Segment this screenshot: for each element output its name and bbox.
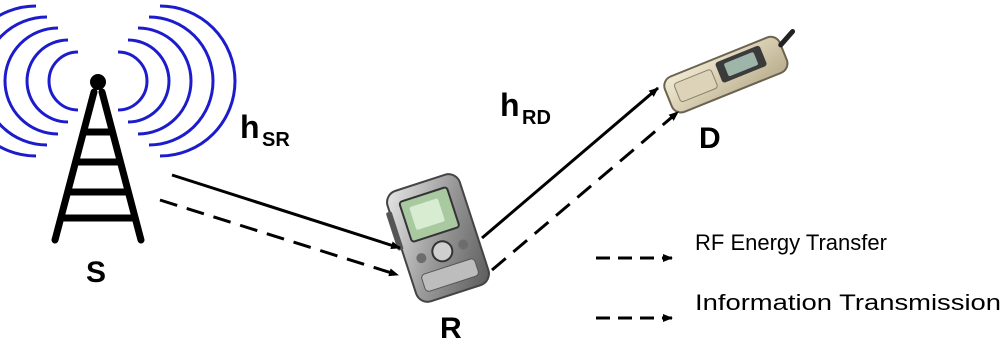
source-label: S <box>86 256 106 289</box>
destination-phone-icon <box>663 29 796 114</box>
sr-information-arrow <box>171 173 401 250</box>
sr-energy-arrow <box>159 198 399 277</box>
relay-label: R <box>440 312 462 344</box>
channel-label-rd: h RD <box>500 87 551 129</box>
rd-information-arrow <box>481 86 659 240</box>
channel-sr-sub: SR <box>262 129 290 151</box>
antenna-waves <box>0 4 237 158</box>
legend-rf-energy: RF Energy Transfer <box>596 230 887 262</box>
destination-label: D <box>699 122 721 155</box>
legend-information: Information Transmission <box>596 290 1001 322</box>
tower-structure <box>51 74 145 244</box>
relay-phone-icon <box>386 173 490 303</box>
channel-rd-main: h <box>500 87 520 123</box>
channel-rd-sub: RD <box>522 107 551 129</box>
legend: RF Energy Transfer Information Transmiss… <box>596 230 1001 322</box>
source-tower-icon <box>0 4 237 244</box>
legend-rf-energy-label: RF Energy Transfer <box>695 230 887 255</box>
legend-information-label: Information Transmission <box>695 290 1001 315</box>
rd-energy-arrow <box>491 110 679 272</box>
channel-label-sr: h SR <box>240 109 290 151</box>
channel-sr-main: h <box>240 109 260 145</box>
